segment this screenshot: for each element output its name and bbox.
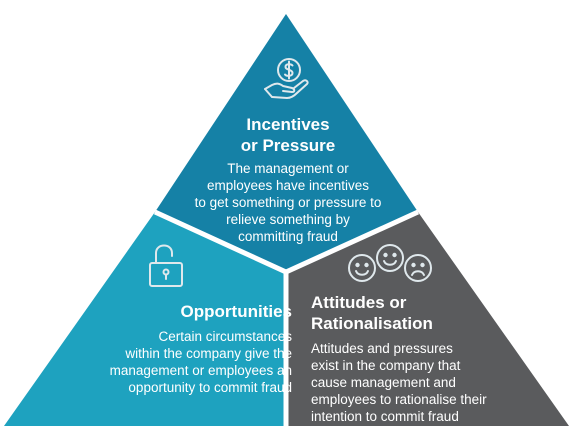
incentives-pressure-description: The management or employees have incenti…	[170, 160, 406, 245]
title-line: Incentives	[246, 115, 330, 134]
description-line: relieve something by	[226, 212, 350, 227]
description-line: management or employees an	[109, 363, 292, 378]
description-line: employees have incentives	[206, 178, 370, 193]
three-faces-icon	[348, 244, 432, 282]
description-line: employees to rationalise their	[311, 392, 487, 407]
description-line: opportunity to commit fraud	[128, 380, 292, 395]
description-line: exist in the company that	[311, 358, 461, 373]
description-line: committing fraud	[238, 229, 338, 244]
description-line: The management or	[227, 161, 349, 176]
attitudes-rationalisation-block: Attitudes or Rationalisation Attitudes a…	[311, 292, 531, 425]
hand-holding-dollar-icon	[264, 58, 309, 99]
description-line: cause management and	[311, 375, 456, 390]
attitudes-rationalisation-title: Attitudes or Rationalisation	[311, 292, 531, 334]
description-line: Certain circumstances	[158, 329, 292, 344]
description-line: intention to commit fraud	[311, 409, 459, 424]
opportunities-block: Opportunities Certain circumstances with…	[52, 301, 292, 396]
title-line: Attitudes or	[311, 293, 407, 312]
opportunities-description: Certain circumstances within the company…	[52, 328, 292, 396]
title-line: or Pressure	[240, 136, 336, 155]
incentives-pressure-title: Incentives or Pressure	[170, 114, 406, 156]
attitudes-rationalisation-description: Attitudes and pressures exist in the com…	[311, 340, 531, 425]
title-line: Rationalisation	[311, 314, 433, 333]
segment-opportunities	[4, 212, 286, 426]
description-line: to get something or pressure to	[194, 195, 382, 210]
opportunities-title: Opportunities	[180, 302, 292, 321]
description-line: Attitudes and pressures	[311, 341, 453, 356]
incentives-pressure-block: Incentives or Pressure The management or…	[170, 114, 406, 245]
unlocked-padlock-icon	[149, 244, 183, 287]
segment-incentives-pressure	[155, 14, 418, 272]
description-line: within the company give the	[125, 346, 292, 361]
